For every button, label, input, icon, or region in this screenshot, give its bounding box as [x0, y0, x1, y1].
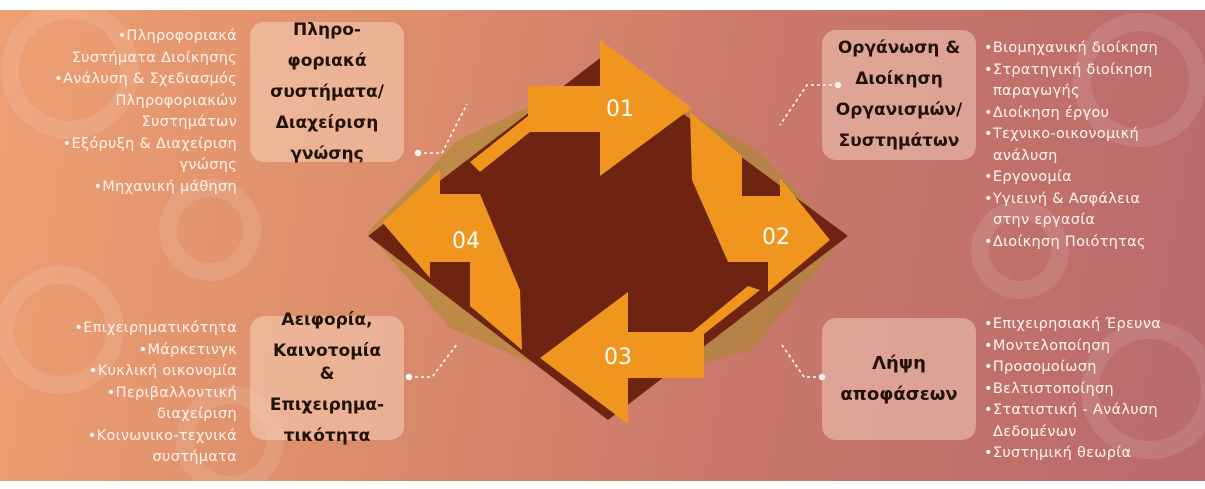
connector-01	[418, 103, 468, 154]
q1-title-line: φοριακά	[287, 50, 367, 71]
q2-title-line: Οργανισμών/	[835, 100, 963, 120]
q3-item: Δεδομένων	[993, 423, 1077, 440]
quadrant-02-list: •Βιομηχανική διοίκηση •Στρατηγική διοίκη…	[984, 38, 1158, 253]
arrow-02-shape	[690, 112, 830, 292]
q1-title-line: συστήματα/	[270, 81, 384, 102]
q2-item: •Διοίκηση Ποιότητας	[984, 233, 1146, 250]
q2-item: παραγωγής	[993, 83, 1080, 99]
q4-title-line: Επιχειρημα-	[269, 394, 385, 415]
q1-item: Συστημάτων	[141, 114, 237, 130]
q4-title-line: Καινοτομία &	[272, 340, 382, 384]
q2-item: •Βιομηχανική διοίκηση	[984, 40, 1158, 56]
connector-dot-03	[818, 373, 826, 381]
q3-item: •Στατιστική - Ανάλυση	[984, 402, 1158, 418]
q3-item: •Επιχειρησιακή Έρευνα	[984, 316, 1162, 332]
q2-title-line: Συστημάτων	[838, 131, 960, 151]
arrow-02-number: 02	[762, 225, 790, 250]
q1-item: Πληροφοριακών	[115, 92, 237, 109]
q1-title-line: Διαχείριση	[275, 112, 379, 133]
q4-item: •Επιχειρηματικότητα	[74, 320, 237, 336]
q3-item: •Μοντελοποίηση	[984, 337, 1111, 354]
q2-item: •Εργονομία	[984, 169, 1073, 185]
bottom-border	[0, 481, 1205, 489]
q1-title-line: Πληρο-	[293, 19, 361, 40]
q3-item: •Προσομοίωση	[984, 359, 1097, 375]
q2-title-line: Οργάνωση &	[837, 38, 961, 58]
q2-item: στην εργασία	[993, 212, 1096, 228]
q4-item: συστήματα	[152, 449, 237, 465]
q3-title-line: Λήψη	[872, 353, 926, 374]
quadrant-03-title: Λήψη αποφάσεων	[822, 318, 976, 440]
arrow-04-number: 04	[452, 229, 480, 254]
arrow-03-shape	[540, 286, 760, 424]
quadrant-03-list: •Επιχειρησιακή Έρευνα •Μοντελοποίηση •Πρ…	[984, 314, 1161, 465]
q1-item: •Ανάλυση & Σχεδιασμός	[54, 71, 237, 87]
quadrant-04-list: •Επιχειρηματικότητα •Μάρκετινγκ •Κυκλική…	[74, 318, 237, 469]
connector-04	[409, 342, 459, 378]
q4-item: •Κοινωνικο-τεχνικά	[87, 427, 237, 444]
q3-item: •Βελτιστοποίηση	[984, 380, 1114, 397]
q2-item: •Τεχνικο-οικονομική	[984, 126, 1140, 142]
connector-dot-04	[405, 373, 413, 381]
q4-item: •Μάρκετινγκ	[138, 341, 237, 358]
connector-dot-02	[834, 81, 842, 89]
dark-core-rhombus	[368, 55, 848, 420]
q1-item: •Πληροφοριακά	[117, 28, 237, 44]
q2-item: •Υγιεινή & Ασφάλεια	[984, 190, 1141, 207]
arrow-01-number: 01	[606, 97, 634, 122]
q1-item: •Μηχανική μάθηση	[93, 178, 237, 195]
q2-title-line: Διοίκηση	[855, 69, 943, 89]
q4-item: •Κυκλική οικονομία	[88, 363, 237, 379]
q3-item: •Συστημική θεωρία	[984, 445, 1132, 461]
q1-item: Συστήματα Διοίκησης	[71, 49, 237, 66]
connector-02	[779, 84, 838, 126]
q4-title-line: Αειφορία,	[281, 309, 373, 330]
q2-item: ανάλυση	[993, 147, 1058, 164]
q1-title-line: γνώσης	[290, 143, 364, 164]
quadrant-01-list: •Πληροφοριακά Συστήματα Διοίκησης •Ανάλυ…	[54, 26, 237, 198]
connector-dot-01	[414, 149, 422, 157]
q4-title-line: τικότητα	[283, 425, 371, 446]
arrow-01-shape	[470, 40, 692, 176]
top-border	[0, 0, 1205, 10]
arrow-04-shape	[382, 170, 522, 350]
quadrant-04-title: Αειφορία, Καινοτομία & Επιχειρημα- τικότ…	[250, 310, 404, 446]
arrow-03-number: 03	[604, 345, 632, 370]
q3-title-line: αποφάσεων	[840, 384, 958, 405]
quadrant-01-title: Πληρο- φοριακά συστήματα/ Διαχείριση γνώ…	[250, 20, 404, 164]
connector-lines	[409, 84, 838, 378]
q1-item: •Εξόρυξη & Διαχείριση	[62, 135, 237, 152]
q2-item: •Διοίκηση έργου	[984, 104, 1110, 121]
q1-item: γνώσης	[179, 157, 237, 173]
q4-item: διαχείριση	[157, 406, 237, 422]
connector-03	[781, 344, 822, 378]
q4-item: •Περιβαλλοντική	[106, 384, 237, 401]
q2-item: •Στρατηγική διοίκηση	[984, 61, 1153, 78]
quadrant-02-title: Οργάνωση & Διοίκηση Οργανισμών/ Συστημάτ…	[822, 30, 976, 160]
